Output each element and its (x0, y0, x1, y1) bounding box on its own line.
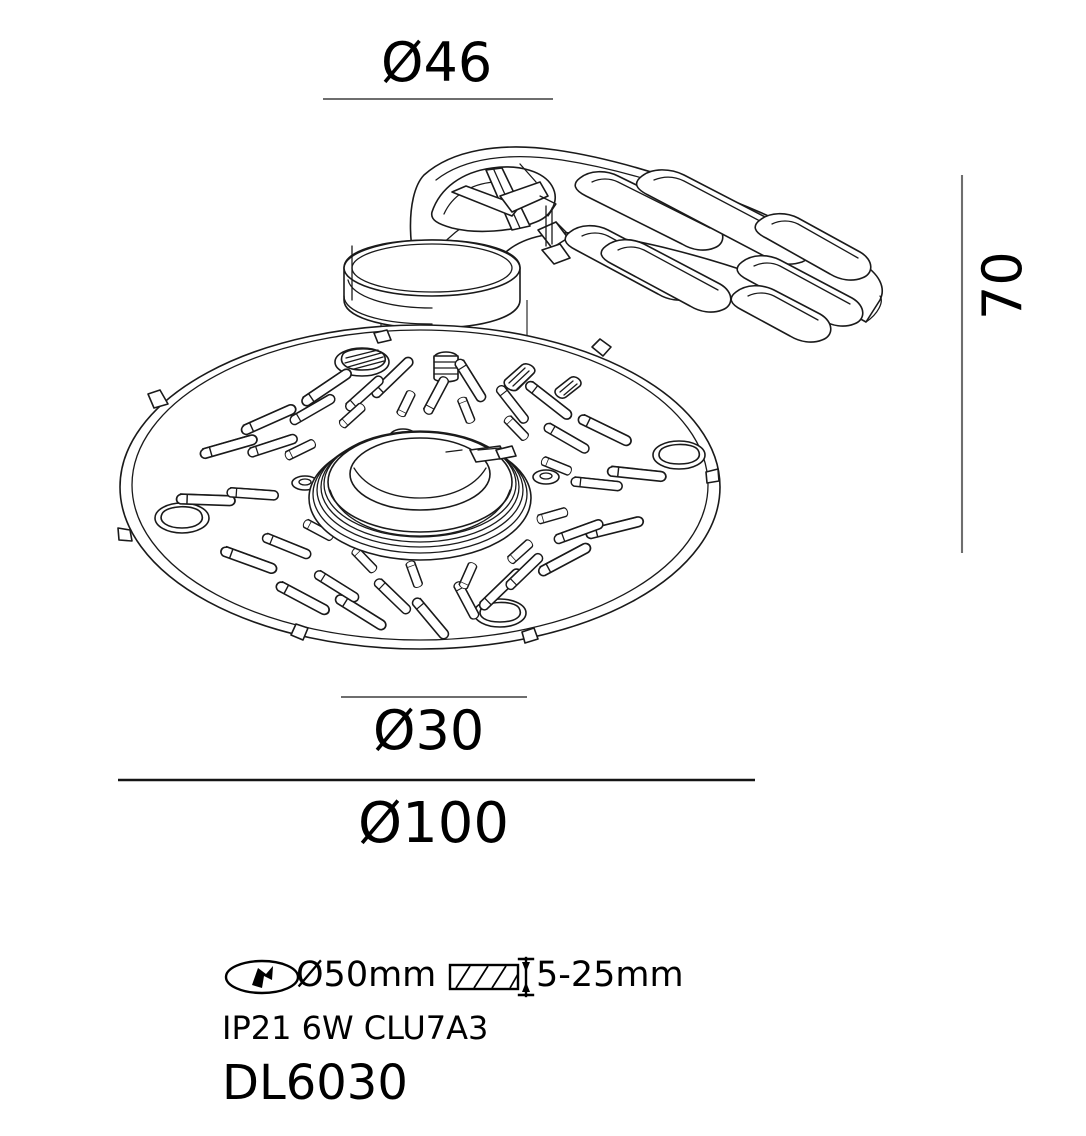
reflector-bezel (308, 430, 532, 561)
dimension-label-aperture: Ø30 (373, 699, 485, 762)
screw-heads (334, 347, 582, 399)
spec-icons (224, 956, 535, 998)
plate-surface-features (154, 347, 706, 642)
spring-clip-bracket-arm (409, 146, 884, 343)
plate-retaining-tabs (117, 329, 720, 644)
ceiling-thickness-icon (448, 956, 535, 998)
dimension-label-outer: Ø100 (358, 791, 509, 856)
dimension-label-top: Ø46 (381, 31, 493, 94)
dimension-lines (118, 97, 964, 782)
spec-rating-label: IP21 6W CLU7A3 (222, 1009, 489, 1047)
product-model-label: DL6030 (222, 1055, 408, 1111)
bracket-vent-slots (564, 169, 872, 343)
mounting-bosses (154, 440, 706, 628)
spec-cutout-label: Ø50mm (296, 955, 437, 995)
spec-thickness-label: 5-25mm (536, 955, 684, 995)
ceiling-cutout-icon (224, 959, 300, 995)
fixture-housing-body (343, 239, 521, 329)
dimension-label-height: 70 (971, 251, 1034, 320)
